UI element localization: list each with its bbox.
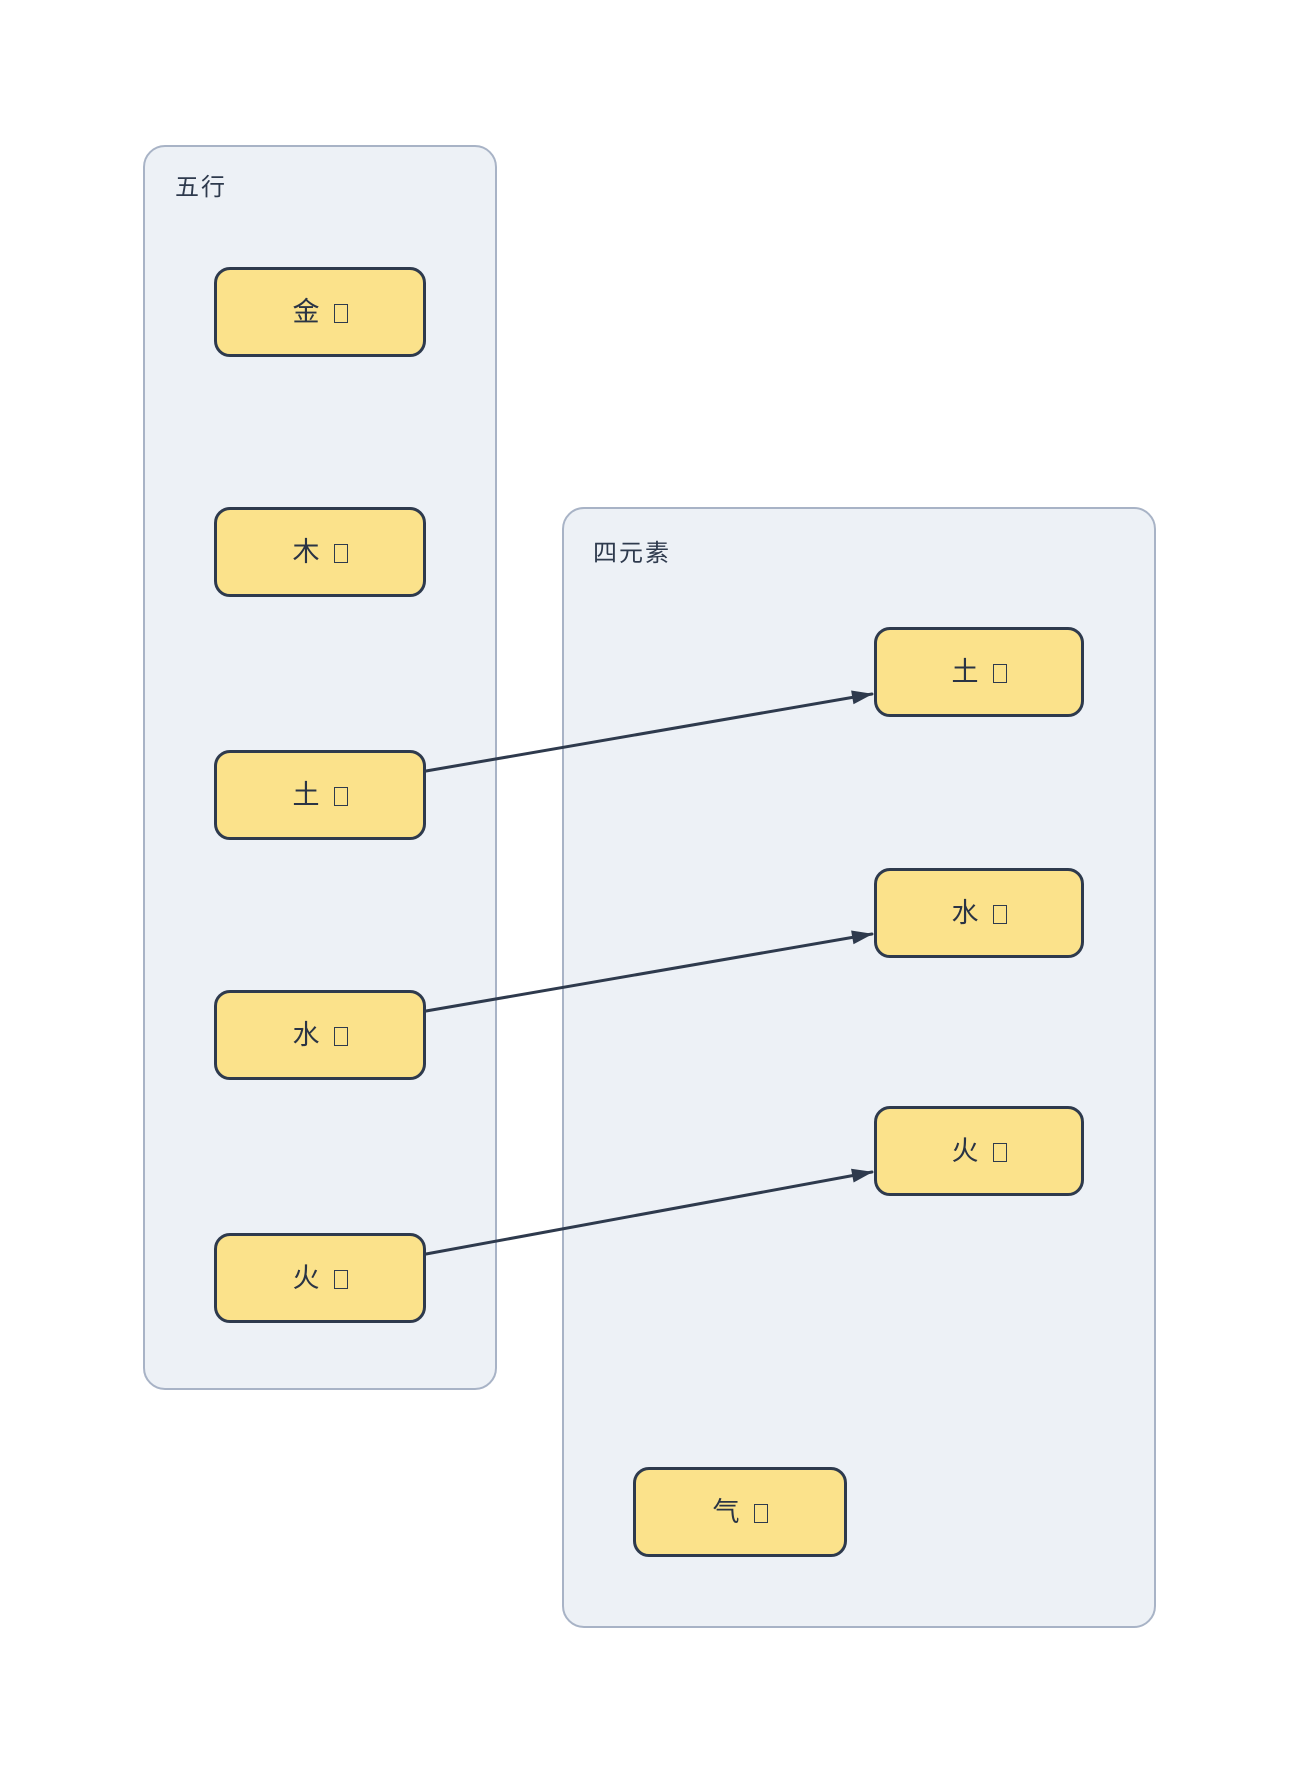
- node-siyuansu-huo: 火: [874, 1106, 1084, 1196]
- group-siyuansu-title: 四元素: [593, 539, 671, 567]
- node-wuxing-tu: 土: [214, 750, 426, 840]
- node-wuxing-mu: 木: [214, 507, 426, 597]
- missing-glyph-box-icon: [992, 904, 1007, 924]
- node-wuxing-mu-label: 木: [292, 536, 320, 568]
- missing-glyph-box-icon: [992, 1142, 1007, 1162]
- node-wuxing-huo: 火: [214, 1233, 426, 1323]
- node-wuxing-jin: 金: [214, 267, 426, 357]
- node-wuxing-tu-label: 土: [292, 779, 320, 811]
- missing-glyph-box-icon: [333, 303, 348, 323]
- node-wuxing-shui: 水: [214, 990, 426, 1080]
- node-siyuansu-shui: 水: [874, 868, 1084, 958]
- node-siyuansu-qi-label: 气: [712, 1496, 740, 1528]
- node-siyuansu-tu-label: 土: [951, 656, 979, 688]
- node-wuxing-huo-label: 火: [292, 1262, 320, 1294]
- missing-glyph-box-icon: [992, 663, 1007, 683]
- node-siyuansu-shui-label: 水: [951, 897, 979, 929]
- node-siyuansu-tu: 土: [874, 627, 1084, 717]
- node-wuxing-jin-label: 金: [292, 296, 320, 328]
- node-siyuansu-qi: 气: [633, 1467, 847, 1557]
- node-wuxing-shui-label: 水: [292, 1019, 320, 1051]
- missing-glyph-box-icon: [333, 786, 348, 806]
- missing-glyph-box-icon: [333, 1026, 348, 1046]
- group-wuxing-title: 五行: [175, 173, 227, 201]
- missing-glyph-box-icon: [333, 543, 348, 563]
- missing-glyph-box-icon: [753, 1503, 768, 1523]
- node-siyuansu-huo-label: 火: [951, 1135, 979, 1167]
- missing-glyph-box-icon: [333, 1269, 348, 1289]
